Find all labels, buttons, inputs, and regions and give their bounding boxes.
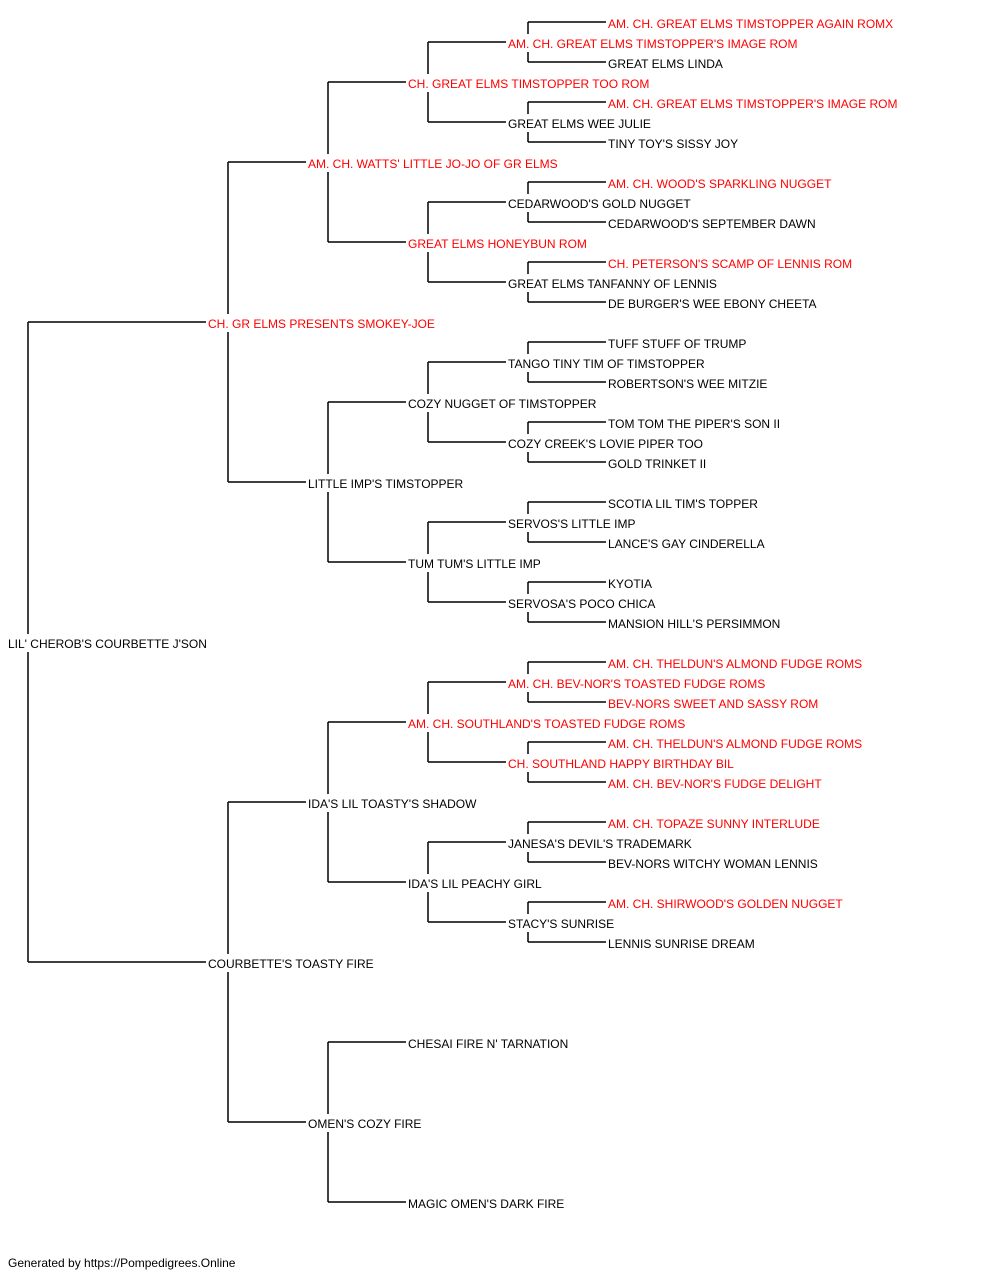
ancestor-name: AM. CH. SOUTHLAND'S TOASTED FUDGE ROMS: [408, 717, 685, 731]
ancestor-name: CHESAI FIRE N' TARNATION: [408, 1037, 568, 1051]
ancestor-name: GOLD TRINKET II: [608, 457, 706, 471]
ancestor-name: IDA'S LIL PEACHY GIRL: [408, 877, 542, 891]
generated-by-footer: Generated by https://Pompedigrees.Online: [8, 1256, 236, 1270]
ancestor-name: AM. CH. GREAT ELMS TIMSTOPPER AGAIN ROMX: [608, 17, 893, 31]
ancestor-name: AM. CH. WATTS' LITTLE JO-JO OF GR ELMS: [308, 157, 558, 171]
ancestor-name: TINY TOY'S SISSY JOY: [608, 137, 738, 151]
ancestor-name: BEV-NORS WITCHY WOMAN LENNIS: [608, 857, 818, 871]
ancestor-name: AM. CH. BEV-NOR'S FUDGE DELIGHT: [608, 777, 822, 791]
ancestor-name: KYOTIA: [608, 577, 652, 591]
ancestor-name: COZY NUGGET OF TIMSTOPPER: [408, 397, 597, 411]
ancestor-name: MAGIC OMEN'S DARK FIRE: [408, 1197, 564, 1211]
ancestor-name: ROBERTSON'S WEE MITZIE: [608, 377, 767, 391]
ancestor-name: DE BURGER'S WEE EBONY CHEETA: [608, 297, 817, 311]
ancestor-name: CEDARWOOD'S SEPTEMBER DAWN: [608, 217, 816, 231]
ancestor-name: TUM TUM'S LITTLE IMP: [408, 557, 541, 571]
ancestor-name: AM. CH. THELDUN'S ALMOND FUDGE ROMS: [608, 737, 862, 751]
ancestor-name: BEV-NORS SWEET AND SASSY ROM: [608, 697, 818, 711]
ancestor-name: OMEN'S COZY FIRE: [308, 1117, 421, 1131]
ancestor-name: STACY'S SUNRISE: [508, 917, 614, 931]
ancestor-name: TOM TOM THE PIPER'S SON II: [608, 417, 780, 431]
ancestor-name: CH. GR ELMS PRESENTS SMOKEY-JOE: [208, 317, 435, 331]
ancestor-name: GREAT ELMS HONEYBUN ROM: [408, 237, 587, 251]
ancestor-name: SERVOS'S LITTLE IMP: [508, 517, 635, 531]
ancestor-name: JANESA'S DEVIL'S TRADEMARK: [508, 837, 692, 851]
subject-dog-name: LIL' CHEROB'S COURBETTE J'SON: [8, 637, 207, 651]
ancestor-name: AM. CH. BEV-NOR'S TOASTED FUDGE ROMS: [508, 677, 765, 691]
ancestor-name: AM. CH. WOOD'S SPARKLING NUGGET: [608, 177, 832, 191]
ancestor-name: CH. SOUTHLAND HAPPY BIRTHDAY BIL: [508, 757, 734, 771]
ancestor-name: GREAT ELMS LINDA: [608, 57, 723, 71]
ancestor-name: IDA'S LIL TOASTY'S SHADOW: [308, 797, 477, 811]
ancestor-name: GREAT ELMS TANFANNY OF LENNIS: [508, 277, 717, 291]
ancestor-name: LITTLE IMP'S TIMSTOPPER: [308, 477, 464, 491]
ancestor-name: TUFF STUFF OF TRUMP: [608, 337, 746, 351]
ancestor-name: CEDARWOOD'S GOLD NUGGET: [508, 197, 691, 211]
ancestor-name: CH. PETERSON'S SCAMP OF LENNIS ROM: [608, 257, 852, 271]
ancestor-name: LANCE'S GAY CINDERELLA: [608, 537, 765, 551]
ancestor-name: AM. CH. THELDUN'S ALMOND FUDGE ROMS: [608, 657, 862, 671]
ancestor-name: CH. GREAT ELMS TIMSTOPPER TOO ROM: [408, 77, 649, 91]
ancestor-name: AM. CH. GREAT ELMS TIMSTOPPER'S IMAGE RO…: [608, 97, 897, 111]
ancestor-name: GREAT ELMS WEE JULIE: [508, 117, 651, 131]
ancestor-name: AM. CH. TOPAZE SUNNY INTERLUDE: [608, 817, 820, 831]
ancestor-name: LENNIS SUNRISE DREAM: [608, 937, 755, 951]
ancestor-name: TANGO TINY TIM OF TIMSTOPPER: [508, 357, 705, 371]
ancestor-name: SCOTIA LIL TIM'S TOPPER: [608, 497, 758, 511]
ancestor-name: SERVOSA'S POCO CHICA: [508, 597, 655, 611]
ancestor-name: AM. CH. GREAT ELMS TIMSTOPPER'S IMAGE RO…: [508, 37, 797, 51]
ancestor-name: COZY CREEK'S LOVIE PIPER TOO: [508, 437, 703, 451]
ancestor-name: AM. CH. SHIRWOOD'S GOLDEN NUGGET: [608, 897, 843, 911]
ancestor-name: MANSION HILL'S PERSIMMON: [608, 617, 780, 631]
ancestor-name: COURBETTE'S TOASTY FIRE: [208, 957, 374, 971]
